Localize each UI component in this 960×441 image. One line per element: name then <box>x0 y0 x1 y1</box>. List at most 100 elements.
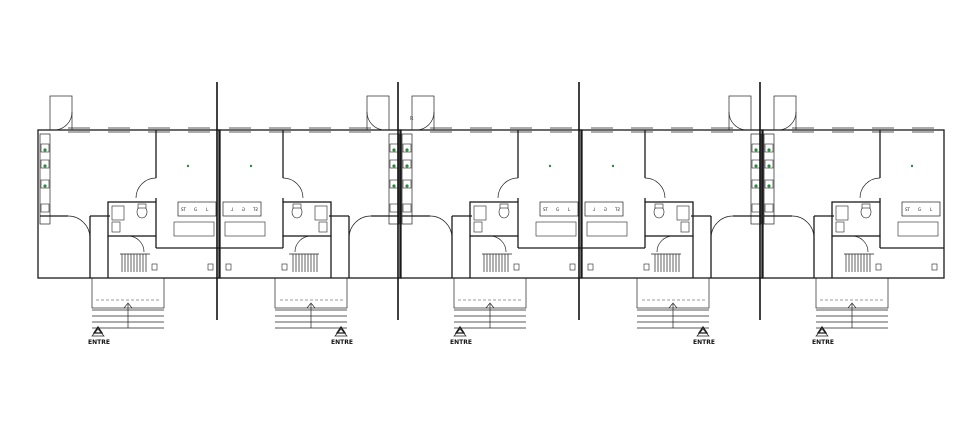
stove-burner <box>392 148 396 152</box>
storage <box>222 201 262 217</box>
entrance-label: ENTRE <box>812 339 834 346</box>
door-swing <box>294 235 312 253</box>
door-swing <box>135 177 157 199</box>
unit-4: ST G L ENTRE <box>580 95 764 346</box>
entry-arrow-head <box>485 302 495 309</box>
storage-label: ST <box>614 207 620 212</box>
bathtub <box>173 221 215 237</box>
entrance-marker: ENTRE <box>450 325 472 346</box>
appliance <box>751 203 761 213</box>
rear-porch <box>366 95 390 131</box>
storage <box>584 201 624 217</box>
kitchen-counter <box>39 133 51 225</box>
unit-4-layout: ST G L <box>580 95 764 329</box>
toilet-tank <box>861 203 871 209</box>
radiator <box>513 263 520 271</box>
entrance-arrow-icon <box>697 325 709 334</box>
stove-burner <box>754 164 758 168</box>
entrance-label: ENTRE <box>331 339 353 346</box>
vent-mark <box>186 164 190 168</box>
rear-porch <box>728 95 752 131</box>
entry-arrow-head <box>847 302 857 309</box>
door-swing <box>851 235 869 253</box>
door-swing <box>127 235 145 253</box>
appliance <box>764 159 774 169</box>
appliance <box>764 203 774 213</box>
exterior-wall <box>37 129 221 279</box>
door-swing <box>67 215 91 239</box>
appliance <box>402 159 412 169</box>
stove-burner <box>43 184 47 188</box>
radiator <box>151 263 158 271</box>
entrance-arrow-icon <box>815 328 829 337</box>
entrance-arrow-icon <box>696 328 710 337</box>
toilet-tank <box>292 203 302 209</box>
washbasin <box>676 205 690 221</box>
appliance <box>389 203 399 213</box>
kitchen-counter <box>388 133 400 225</box>
storage-label: G <box>242 207 245 212</box>
exterior-wall <box>399 129 583 279</box>
entry-arrow-head <box>668 302 678 309</box>
storage-label: G <box>604 207 607 212</box>
bathtub <box>586 221 628 237</box>
washbasin <box>473 205 487 221</box>
door-swing <box>415 111 435 131</box>
storage-label: G <box>556 207 559 212</box>
appliance <box>40 203 50 213</box>
entrance-arrow-icon <box>454 325 466 334</box>
shower <box>111 221 121 233</box>
kitchen-counter <box>750 133 762 225</box>
bathroom <box>469 201 519 237</box>
unit-1-layout: ST G L <box>37 95 221 329</box>
stove-burner <box>754 184 758 188</box>
entrance-arrow-icon <box>335 325 347 334</box>
radiator <box>643 263 650 271</box>
radiator <box>569 263 576 271</box>
radiator <box>587 263 594 271</box>
bathtub <box>224 221 266 237</box>
storage-label: ST <box>252 207 258 212</box>
storage-label: L <box>206 207 209 212</box>
appliance <box>402 143 412 153</box>
storage <box>901 201 941 217</box>
entrance-marker: ENTRE <box>88 325 110 346</box>
entrance-marker: ENTRE <box>812 325 834 346</box>
vent-mark <box>611 164 615 168</box>
radiator <box>931 263 938 271</box>
stove-burner <box>405 164 409 168</box>
stove-burner <box>754 148 758 152</box>
stove-burner <box>767 164 771 168</box>
radiator <box>225 263 232 271</box>
stove-burner <box>405 148 409 152</box>
stair-marker-label: R <box>410 116 414 122</box>
door-swing <box>489 235 507 253</box>
appliance <box>764 179 774 189</box>
appliance <box>764 143 774 153</box>
storage-label: L <box>592 207 595 212</box>
storage-label: ST <box>905 207 911 212</box>
door-swing <box>366 111 386 131</box>
storage-label: L <box>568 207 571 212</box>
radiator <box>281 263 288 271</box>
storage-label: L <box>930 207 933 212</box>
washbasin <box>835 205 849 221</box>
shower <box>680 221 690 233</box>
entrance-marker: ENTRE <box>693 325 715 346</box>
rear-porch <box>773 95 797 131</box>
entrance-label: ENTRE <box>450 339 472 346</box>
storage-label: ST <box>181 207 187 212</box>
door-swing <box>656 235 674 253</box>
shower <box>835 221 845 233</box>
entrance-arrow-icon <box>92 325 104 334</box>
storage-label: G <box>194 207 197 212</box>
stove-burner <box>392 164 396 168</box>
shower <box>473 221 483 233</box>
door-swing <box>777 111 797 131</box>
exterior-wall <box>761 129 945 279</box>
bathroom <box>831 201 881 237</box>
